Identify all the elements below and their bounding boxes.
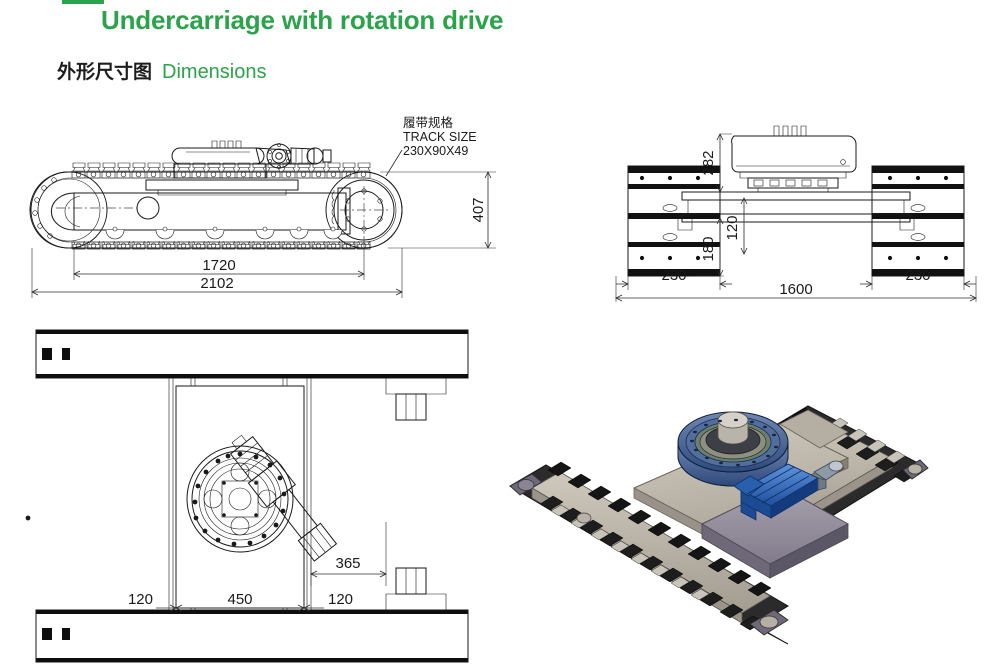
dimension-1600-text: 1600 — [779, 281, 812, 298]
accent-bar — [62, 0, 104, 4]
left-track-front — [627, 165, 721, 277]
dimension-1600: 1600 — [615, 276, 977, 302]
iso-slewing-bearing — [677, 411, 789, 487]
dimension-2102: 2102 — [31, 248, 403, 298]
dimension-230-right-text: 230 — [905, 267, 930, 284]
dimension-407: 407 — [380, 171, 496, 249]
dimension-282: 282 — [700, 133, 750, 193]
dimension-450-text: 450 — [227, 591, 252, 608]
section-subtitle-cn: 外形尺寸图 — [57, 61, 153, 83]
dimension-120-text: 120 — [724, 215, 741, 240]
track-size-label-en: TRACK SIZE — [403, 130, 477, 144]
dimension-230-left: 230 — [616, 267, 732, 290]
dimension-120-left-text: 120 — [128, 591, 153, 608]
side-elevation-view: 履带规格 TRACK SIZE 230X90X49 407 1720 — [28, 108, 518, 308]
section-subtitle-en: Dimensions — [162, 61, 267, 83]
dimension-120-right: 120 — [303, 591, 353, 612]
isometric-3d-render — [488, 328, 983, 663]
dimension-120: 120 — [724, 197, 748, 255]
dimension-1720-text: 1720 — [202, 257, 235, 274]
track-size-callout: 履带规格 TRACK SIZE 230X90X49 — [385, 115, 477, 177]
center-frame-plan — [168, 378, 312, 614]
dimension-282-text: 282 — [700, 150, 717, 175]
page-title: Undercarriage with rotation drive — [101, 5, 504, 35]
drive-motor-plan — [229, 434, 338, 562]
lower-track-plan — [35, 609, 469, 663]
dimension-450: 450 — [175, 591, 305, 612]
dimension-120-right-text: 120 — [328, 591, 353, 608]
front-elevation-view: 282 180 120 230 — [600, 118, 980, 303]
dimension-230-left-text: 230 — [661, 267, 686, 284]
dimension-1720: 1720 — [73, 236, 365, 280]
section-subtitle: 外形尺寸图 Dimensions — [57, 57, 267, 84]
corner-motor-top — [385, 377, 447, 421]
dimension-230-right: 230 — [860, 267, 976, 290]
dimension-2102-text: 2102 — [200, 275, 233, 292]
rotation-drive-front — [731, 125, 857, 192]
iso-track-near — [509, 461, 789, 645]
track-size-label-cn: 履带规格 — [403, 115, 454, 130]
right-track-front — [871, 165, 965, 277]
dimension-407-text: 407 — [470, 197, 487, 222]
top-plan-view: 365 120 450 120 — [25, 322, 478, 667]
track-size-value: 230X90X49 — [403, 144, 468, 158]
corner-motor-bottom — [385, 567, 447, 611]
dimension-180: 180 — [696, 217, 724, 277]
iso-drive-motor — [733, 460, 845, 521]
slewing-ring-plan — [25, 445, 294, 553]
dimension-365-text: 365 — [335, 555, 360, 572]
dimension-365: 365 — [310, 522, 387, 586]
rotation-drive-side — [145, 140, 332, 196]
dimension-180-text: 180 — [700, 236, 717, 261]
upper-track-plan — [35, 329, 469, 379]
